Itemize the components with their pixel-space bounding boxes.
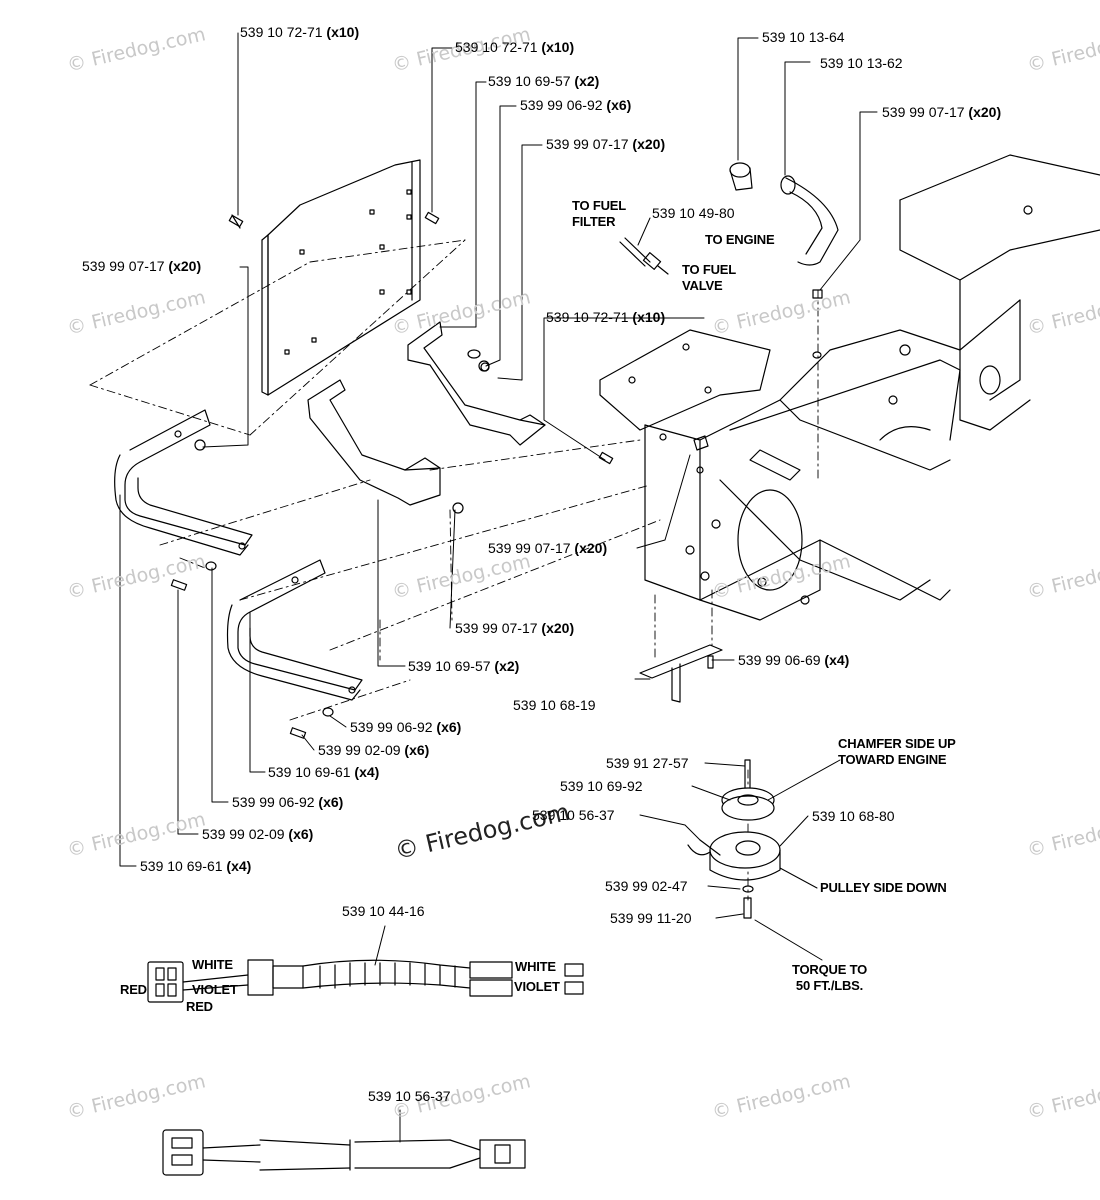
part-label: 539 99 02-09 (x6) [202, 826, 314, 842]
part-label: 539 99 07-17 (x20) [882, 104, 1002, 120]
wire-label-white-right: WHITE [515, 959, 556, 974]
frame-assembly [599, 154, 1100, 621]
dashed-guides [89, 239, 819, 901]
part-label: 539 10 56-37 [368, 1088, 451, 1104]
part-label: 539 99 06-69 (x4) [738, 652, 850, 668]
part-label: 539 10 72-71 (x10) [455, 39, 575, 55]
part-label: 539 10 13-62 [820, 55, 903, 71]
part-label: 539 99 02-47 [605, 878, 688, 894]
part-label: 539 10 68-80 [812, 808, 895, 824]
note-to-engine: TO ENGINE [705, 232, 775, 247]
fuel-filter [619, 237, 669, 275]
part-label: 539 99 06-92 (x6) [520, 97, 632, 113]
leader-lines [119, 32, 878, 1143]
fuel-hose [729, 162, 839, 266]
bracket-lower [307, 379, 464, 514]
note-pulley-side-down: PULLEY SIDE DOWN [820, 880, 947, 895]
side-panel [261, 159, 421, 396]
wire-label-violet: VIOLET [192, 982, 238, 997]
part-label: 539 99 06-92 (x6) [350, 719, 462, 735]
part-label: 539 10 49-80 [652, 205, 735, 221]
part-label: 539 99 07-17 (x20) [82, 258, 202, 274]
hardware-small [170, 362, 490, 739]
bracket-upper [407, 321, 546, 446]
pins [228, 211, 614, 465]
part-label: 539 10 72-71 (x10) [546, 309, 666, 325]
part-label: 539 10 13-64 [762, 29, 845, 45]
frame-bolt [812, 289, 823, 359]
part-label: 539 10 68-19 [513, 697, 596, 713]
part-label: 539 99 02-09 (x6) [318, 742, 430, 758]
mount-bracket [639, 644, 723, 703]
part-label: 539 10 69-92 [560, 778, 643, 794]
part-label: 539 99 07-17 (x20) [546, 136, 666, 152]
part-label: 539 99 06-92 (x6) [232, 794, 344, 810]
wire-harness-44-16 [147, 959, 584, 1003]
rail-lower [226, 559, 363, 701]
part-label: 539 10 56-37 [532, 807, 615, 823]
wire-label-white: WHITE [192, 957, 233, 972]
part-label: 539 99 11-20 [610, 910, 692, 926]
part-label: 539 91 27-57 [606, 755, 689, 771]
part-label: 539 10 69-57 (x2) [488, 73, 600, 89]
clutch-pulley [687, 759, 781, 919]
part-label: 539 99 07-17 (x20) [488, 540, 608, 556]
wire-label-red2: RED [186, 999, 213, 1014]
part-label: 539 10 69-61 (x4) [268, 764, 380, 780]
part-label: 539 10 44-16 [342, 903, 425, 919]
part-label: 539 10 72-71 (x10) [240, 24, 360, 40]
part-label: 539 10 69-61 (x4) [140, 858, 252, 874]
wire-label-red: RED [120, 982, 147, 997]
wire-label-violet-right: VIOLET [514, 979, 560, 994]
wire-harness-56-37 [162, 1129, 526, 1176]
part-label: 539 10 69-57 (x2) [408, 658, 520, 674]
rail-upper [114, 409, 253, 556]
part-label: 539 99 07-17 (x20) [455, 620, 575, 636]
